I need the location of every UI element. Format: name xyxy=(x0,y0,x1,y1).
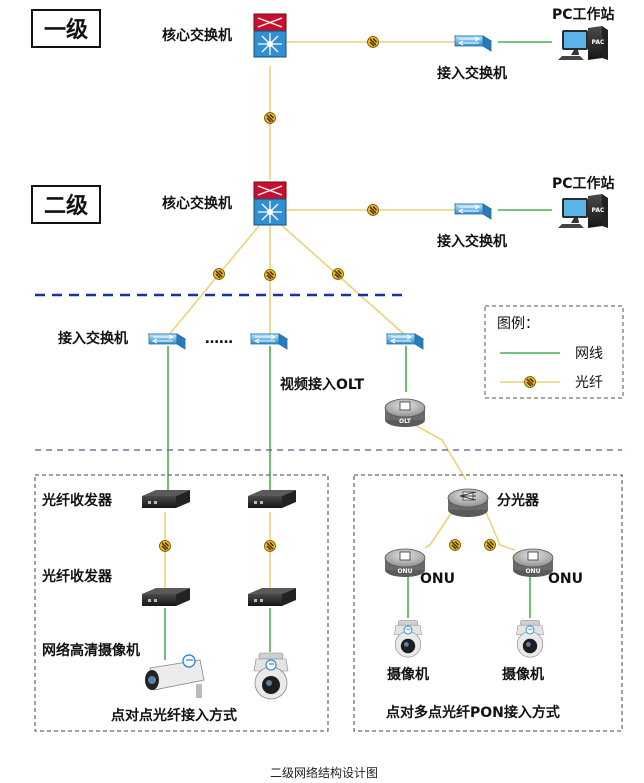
pc-station-2-label: PC工作站 xyxy=(552,175,615,192)
camera-left-icon xyxy=(393,619,423,658)
video-olt-label: 视频接入OLT xyxy=(280,376,365,393)
onu-right-label: ONU xyxy=(548,571,583,587)
access-switch-left-icon xyxy=(148,333,186,350)
legend-fiber: 光纤 xyxy=(575,375,603,391)
video-olt-switch-icon xyxy=(386,333,424,350)
right-box-caption: 点对多点光纤PON接入方式 xyxy=(386,704,560,721)
hd-camera-label: 网络高清摄像机 xyxy=(42,642,140,659)
splitter-label: 分光器 xyxy=(497,492,540,509)
svg-text:PAC: PAC xyxy=(592,39,605,46)
level-2-label: 二级 xyxy=(44,193,88,219)
legend: 图例： 网线 光纤 xyxy=(484,305,624,399)
fiber-transceiver-2-label: 光纤收发器 xyxy=(41,568,113,585)
access-switch-middle-icon xyxy=(250,333,288,350)
pc-station-2-icon: PAC xyxy=(558,194,608,228)
ellipsis-label: …… xyxy=(205,331,233,347)
onu-left-icon: ONU xyxy=(384,548,426,578)
svg-text:ONU: ONU xyxy=(398,568,413,575)
fiber-transceiver-1b-icon xyxy=(248,490,296,508)
legend-network-cable: 网线 xyxy=(575,346,603,362)
access-switch-top1-label: 接入交换机 xyxy=(437,65,507,82)
svg-text:ONU: ONU xyxy=(526,568,541,575)
svg-text:PAC: PAC xyxy=(592,207,605,214)
level-2-label-box: 二级 xyxy=(31,185,101,224)
hd-camera-icon xyxy=(145,654,205,698)
access-switch-top2-label: 接入交换机 xyxy=(437,233,507,250)
pc-station-1-icon: PAC xyxy=(558,26,608,60)
core-switch-1-label: 核心交换机 xyxy=(162,27,232,44)
fiber-transceiver-2a-icon xyxy=(142,588,190,606)
splitter-icon xyxy=(447,488,489,518)
core-switch-1-icon xyxy=(253,13,287,58)
camera-left-label: 摄像机 xyxy=(387,666,429,683)
figure-caption: 二级网络结构设计图 xyxy=(270,765,378,780)
pc-station-1-label: PC工作站 xyxy=(552,6,615,23)
level-1-label: 一级 xyxy=(44,17,88,43)
camera-right-icon xyxy=(515,619,545,658)
core-switch-2-icon xyxy=(253,181,287,226)
svg-text:OLT: OLT xyxy=(399,418,412,425)
fiber-transceiver-1-label: 光纤收发器 xyxy=(41,492,113,509)
ptz-camera-left-icon xyxy=(253,652,289,700)
access-switch-left-label: 接入交换机 xyxy=(58,330,128,347)
left-box-caption: 点对点光纤接入方式 xyxy=(111,707,237,724)
fiber-transceiver-1a-icon xyxy=(142,490,190,508)
level-1-label-box: 一级 xyxy=(31,9,101,48)
camera-right-label: 摄像机 xyxy=(502,666,544,683)
onu-left-label: ONU xyxy=(420,571,455,587)
pon-region xyxy=(353,474,623,732)
onu-right-icon: ONU xyxy=(512,548,554,578)
legend-title: 图例： xyxy=(497,316,539,332)
core-switch-2-label: 核心交换机 xyxy=(162,195,232,212)
access-switch-top1-icon xyxy=(454,35,492,52)
olt-icon: OLT xyxy=(384,398,426,428)
access-switch-top2-icon xyxy=(454,203,492,220)
fiber-transceiver-2b-icon xyxy=(248,588,296,606)
point-to-point-region xyxy=(34,474,329,732)
network-cable-links xyxy=(164,41,552,660)
